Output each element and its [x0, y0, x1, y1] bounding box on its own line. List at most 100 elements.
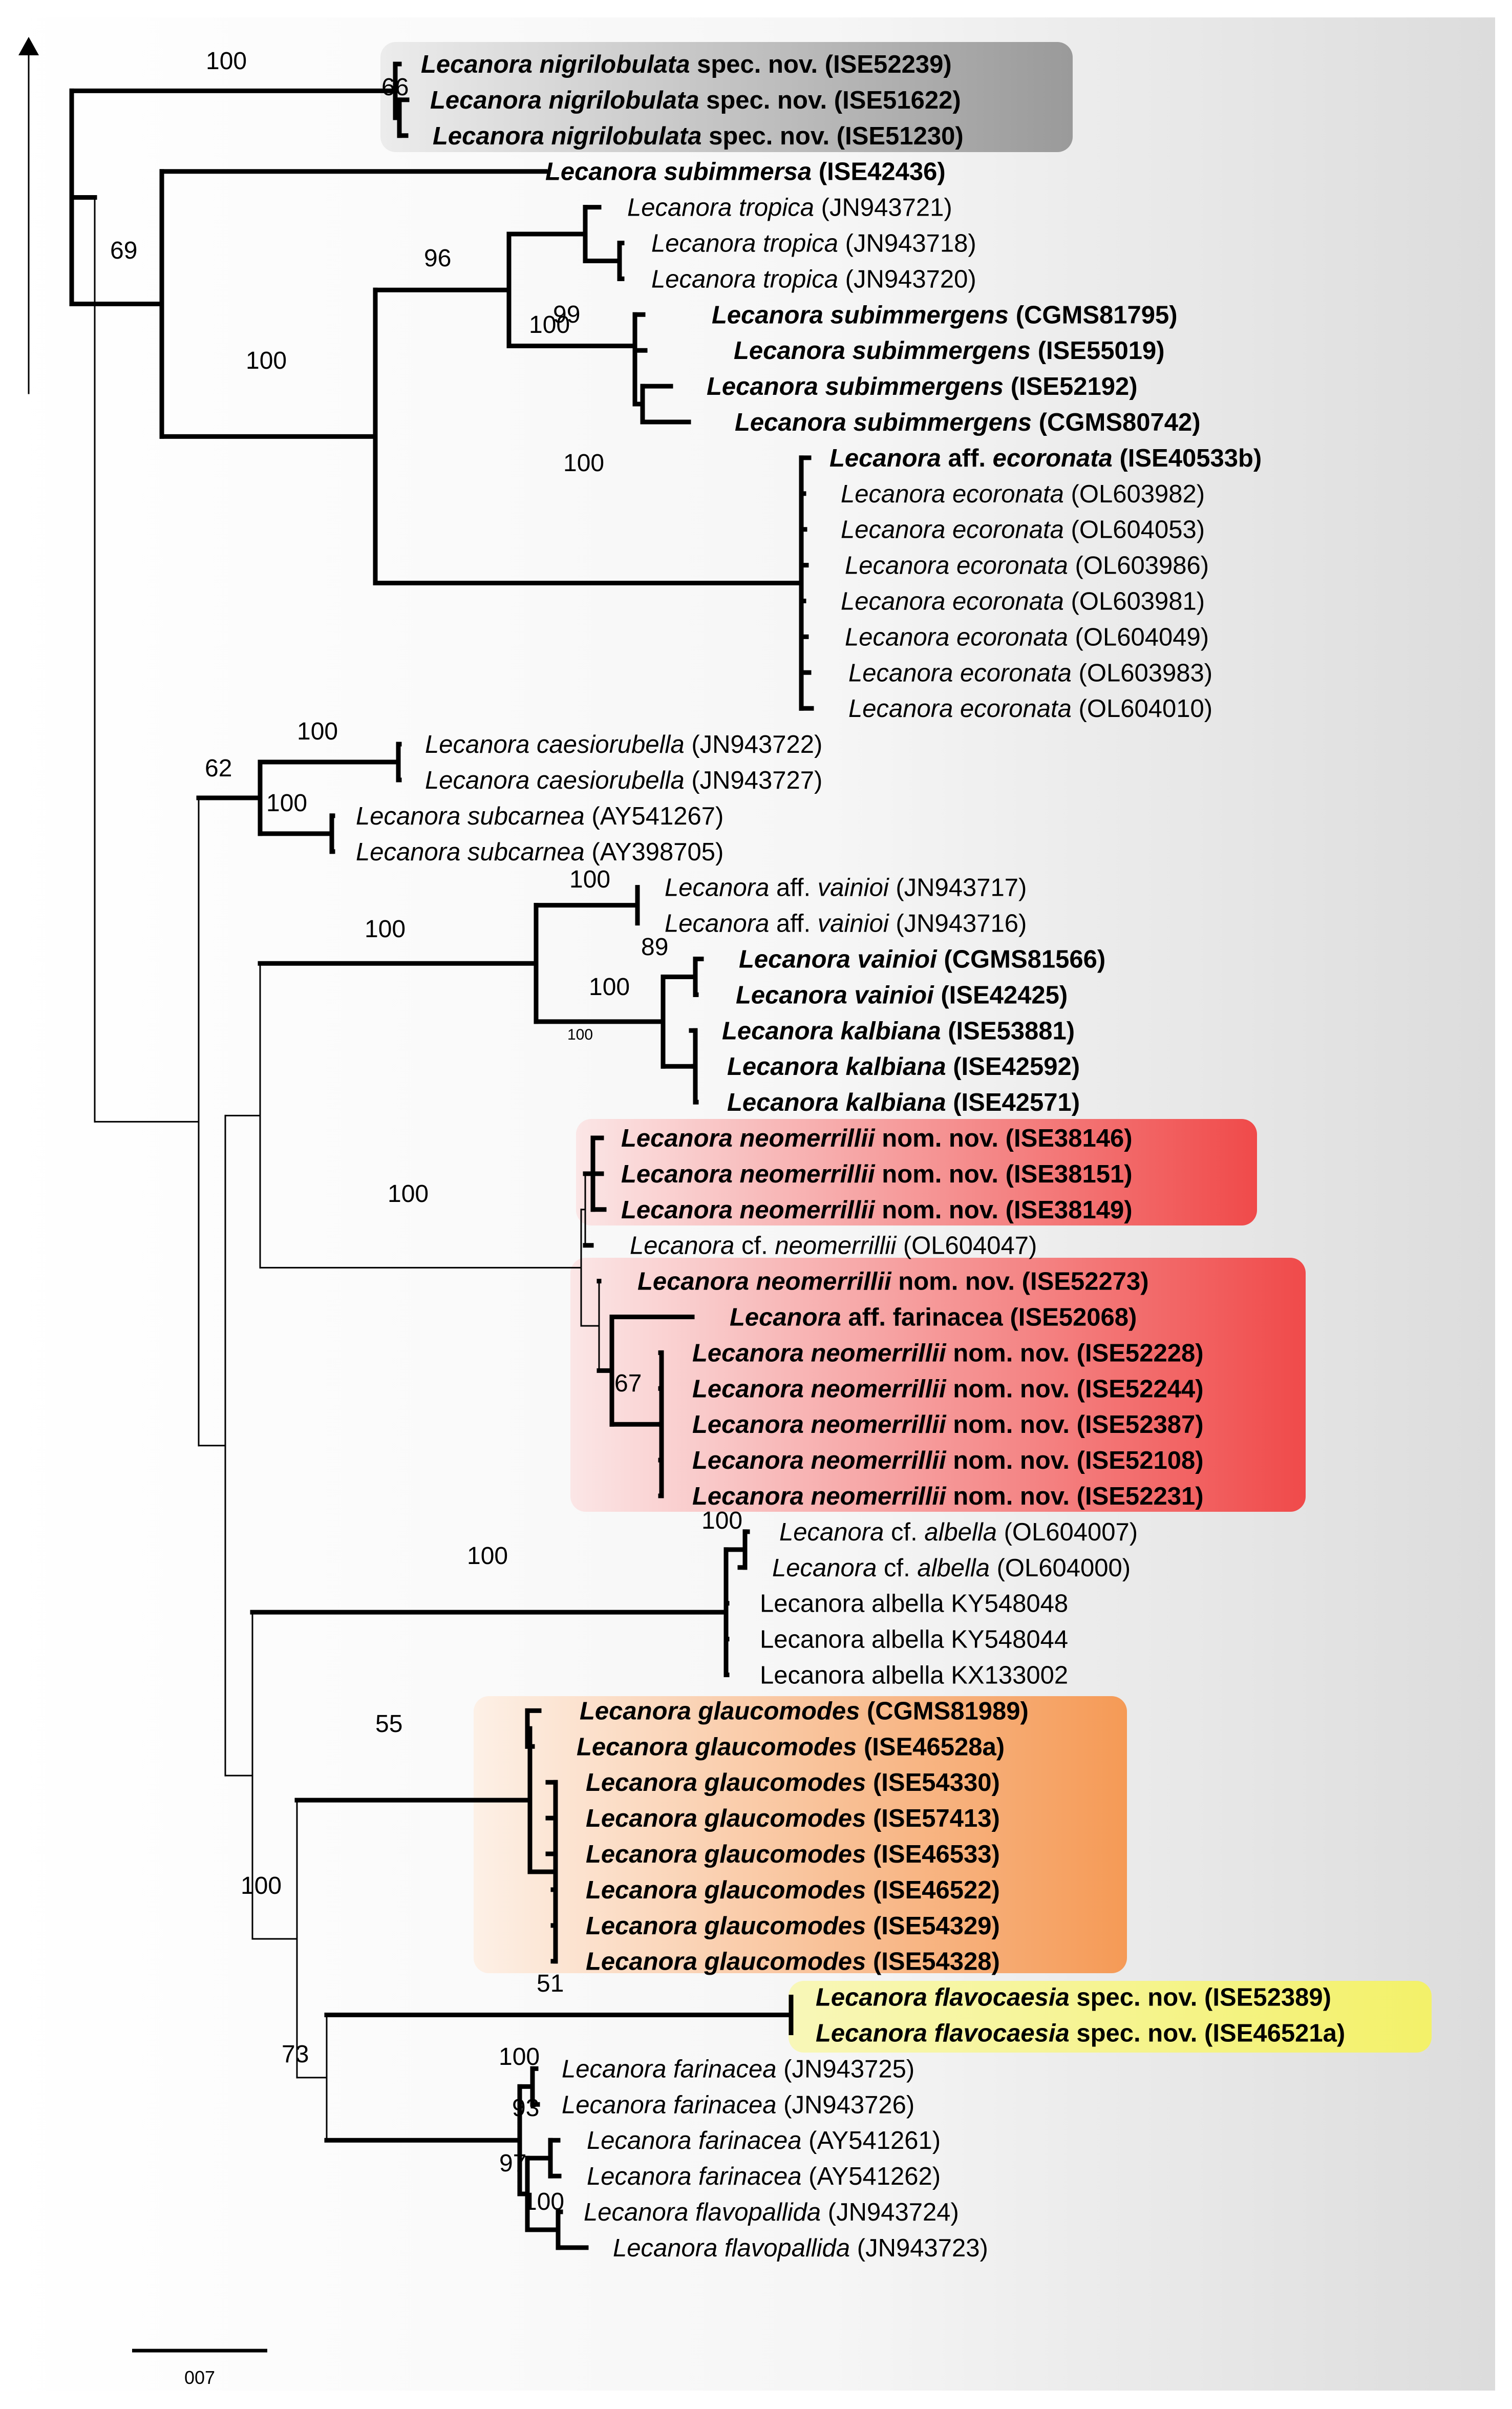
tip-label-part: cf. [741, 1232, 768, 1260]
tip-label-part: (OL603983) [1079, 659, 1213, 687]
tip-label-part: nom. nov. [953, 1447, 1070, 1474]
tip-label: Lecanora neomerrillii nom. nov. (ISE5223… [692, 1483, 1204, 1510]
tip-label: Lecanora subcarnea (AY541267) [356, 802, 723, 830]
tip-label-part: Lecanora [727, 1089, 839, 1116]
tip-label: Lecanora tropica (JN943718) [651, 230, 976, 258]
tip-label-part: (OL604049) [1075, 623, 1209, 651]
support-value: 100 [241, 1872, 282, 1899]
tip-label: Lecanora glaucomodes (ISE54329) [586, 1912, 1000, 1940]
tip-label-part: nom. nov. [953, 1411, 1070, 1439]
tip-label-part: subcarnea [467, 838, 585, 866]
tip-label-part: Lecanora [734, 337, 845, 365]
tip-label-part: albella [917, 1554, 990, 1582]
tip-label: Lecanora farinacea (JN943725) [562, 2055, 914, 2083]
tip-label: Lecanora neomerrillii nom. nov. (ISE5222… [692, 1339, 1204, 1367]
tip-label-part: albella [871, 1662, 944, 1689]
tip-label-part: (JN943717) [896, 874, 1027, 902]
tip-label-part: Lecanora [735, 409, 846, 436]
tip-label-part: (OL604047) [903, 1232, 1037, 1260]
tip-label-part: flavopallida [695, 2199, 821, 2226]
tip-label-part: farinacea [698, 2163, 802, 2190]
tip-label-part: (ISE42425) [941, 981, 1068, 1009]
tip-label-part: vainioi [858, 946, 938, 974]
tip-label-part: (JN943720) [845, 265, 976, 293]
tip-label-part: vainioi [818, 910, 889, 938]
tip-label-part: Lecanora [651, 230, 756, 258]
tip-label-part: flavocaesia [934, 2020, 1070, 2047]
tip-label-part: Lecanora [586, 1805, 697, 1832]
support-value: 96 [424, 245, 451, 272]
tip-label-part: spec. nov. [709, 122, 829, 150]
tip-label: Lecanora neomerrillii nom. nov. (ISE5238… [692, 1411, 1204, 1439]
tip-label-part: aff. [776, 874, 811, 902]
tip-label-part: Lecanora [692, 1411, 804, 1439]
tip-label-part: Lecanora [621, 1160, 733, 1188]
support-value: 69 [110, 237, 137, 264]
scale-bar: 007 [132, 2349, 267, 2388]
tip-label-part: (ISE52231) [1077, 1483, 1204, 1510]
tip-label-part: albella [871, 1626, 944, 1654]
tip-label: Lecanora nigrilobulata spec. nov. (ISE51… [430, 87, 961, 114]
scale-bar-label: 007 [184, 2367, 215, 2388]
tip-label: Lecanora flavocaesia spec. nov. (ISE5238… [816, 1984, 1331, 2012]
tip-label: Lecanora subimmergens (CGMS81795) [712, 301, 1178, 329]
tip-label: Lecanora vainioi (CGMS81566) [739, 946, 1105, 974]
tip-label-part: Lecanora [816, 1984, 927, 2012]
tip-label-part: neomerrillii [811, 1483, 947, 1510]
tip-label-part: (ISE46533) [873, 1841, 1000, 1868]
tip-label: Lecanora subimmergens (ISE52192) [707, 373, 1138, 400]
tip-label-part: vainioi [818, 874, 889, 902]
tip-label-part: (ISE52192) [1011, 373, 1138, 400]
tip-label-part: Lecanora [730, 1304, 841, 1332]
support-value: 99 [553, 301, 580, 328]
tip-label-part: nigrilobulata [540, 51, 690, 78]
clade-highlights [380, 42, 1432, 2053]
arrow-up-icon [18, 37, 39, 55]
support-value: 51 [537, 1970, 564, 1997]
support-value: 67 [614, 1370, 642, 1397]
highlight-flavocaesia [789, 1981, 1432, 2053]
tip-label-part: cf. [884, 1554, 910, 1582]
tip-label-part: Lecanora [651, 265, 756, 293]
tip-label: Lecanora cf. neomerrillii (OL604047) [630, 1232, 1037, 1260]
tip-label-part: (CGMS81566) [944, 946, 1105, 974]
support-value: 100 [529, 311, 570, 339]
tip-label-part: ecoronata [952, 516, 1064, 544]
tip-label-part: Lecanora [586, 1948, 697, 1976]
tip-label-part: neomerrillii [775, 1232, 897, 1260]
support-value: 100 [563, 450, 604, 477]
tip-label: Lecanora ecoronata (OL603982) [841, 480, 1205, 508]
tip-label-part: Lecanora [586, 1769, 697, 1797]
tip-label-part: (JN943718) [845, 230, 976, 258]
tip-label-part: ecoronata [956, 552, 1068, 580]
tip-label-part: KY548044 [951, 1626, 1068, 1654]
tip-label-part: (JN943716) [896, 910, 1027, 938]
tip-label-part: (ISE53881) [948, 1017, 1075, 1045]
tip-label-part: (JN943727) [691, 767, 822, 794]
tip-label-part: Lecanora [627, 194, 732, 222]
tip-label-part: farinacea [673, 2091, 777, 2119]
tip-label-part: farinacea [698, 2127, 802, 2154]
tip-label-part: glaucomodes [704, 1841, 866, 1868]
support-value: 100 [701, 1507, 742, 1534]
tip-label-part: Lecanora [425, 767, 529, 794]
tip-label-part: Lecanora [430, 87, 542, 114]
tip-label-part: caesiorubella [537, 731, 685, 758]
tip-label-part: Lecanora [577, 1733, 688, 1761]
tip-label-part: ecoronata [952, 480, 1064, 508]
tip-label-part: Lecanora [760, 1590, 865, 1618]
tip-label: Lecanora flavocaesia spec. nov. (ISE4652… [816, 2020, 1345, 2047]
tip-label: Lecanora cf. albella (OL604000) [772, 1554, 1131, 1582]
tip-label-part: flavopallida [725, 2234, 850, 2262]
tip-label-part: Lecanora [692, 1339, 804, 1367]
tip-label-part: nom. nov. [882, 1196, 998, 1224]
tip-label: Lecanora neomerrillii nom. nov. (ISE5224… [692, 1375, 1204, 1403]
tip-label-part: Lecanora [586, 1876, 697, 1904]
tip-label-part: kalbiana [841, 1017, 941, 1045]
tip-label-part: Lecanora [845, 552, 949, 580]
tip-label-part: (JN943724) [828, 2199, 959, 2226]
tip-label-part: (OL604053) [1071, 516, 1205, 544]
tip-label-part: spec. nov. [1076, 1984, 1197, 2012]
support-value: 89 [641, 934, 668, 961]
